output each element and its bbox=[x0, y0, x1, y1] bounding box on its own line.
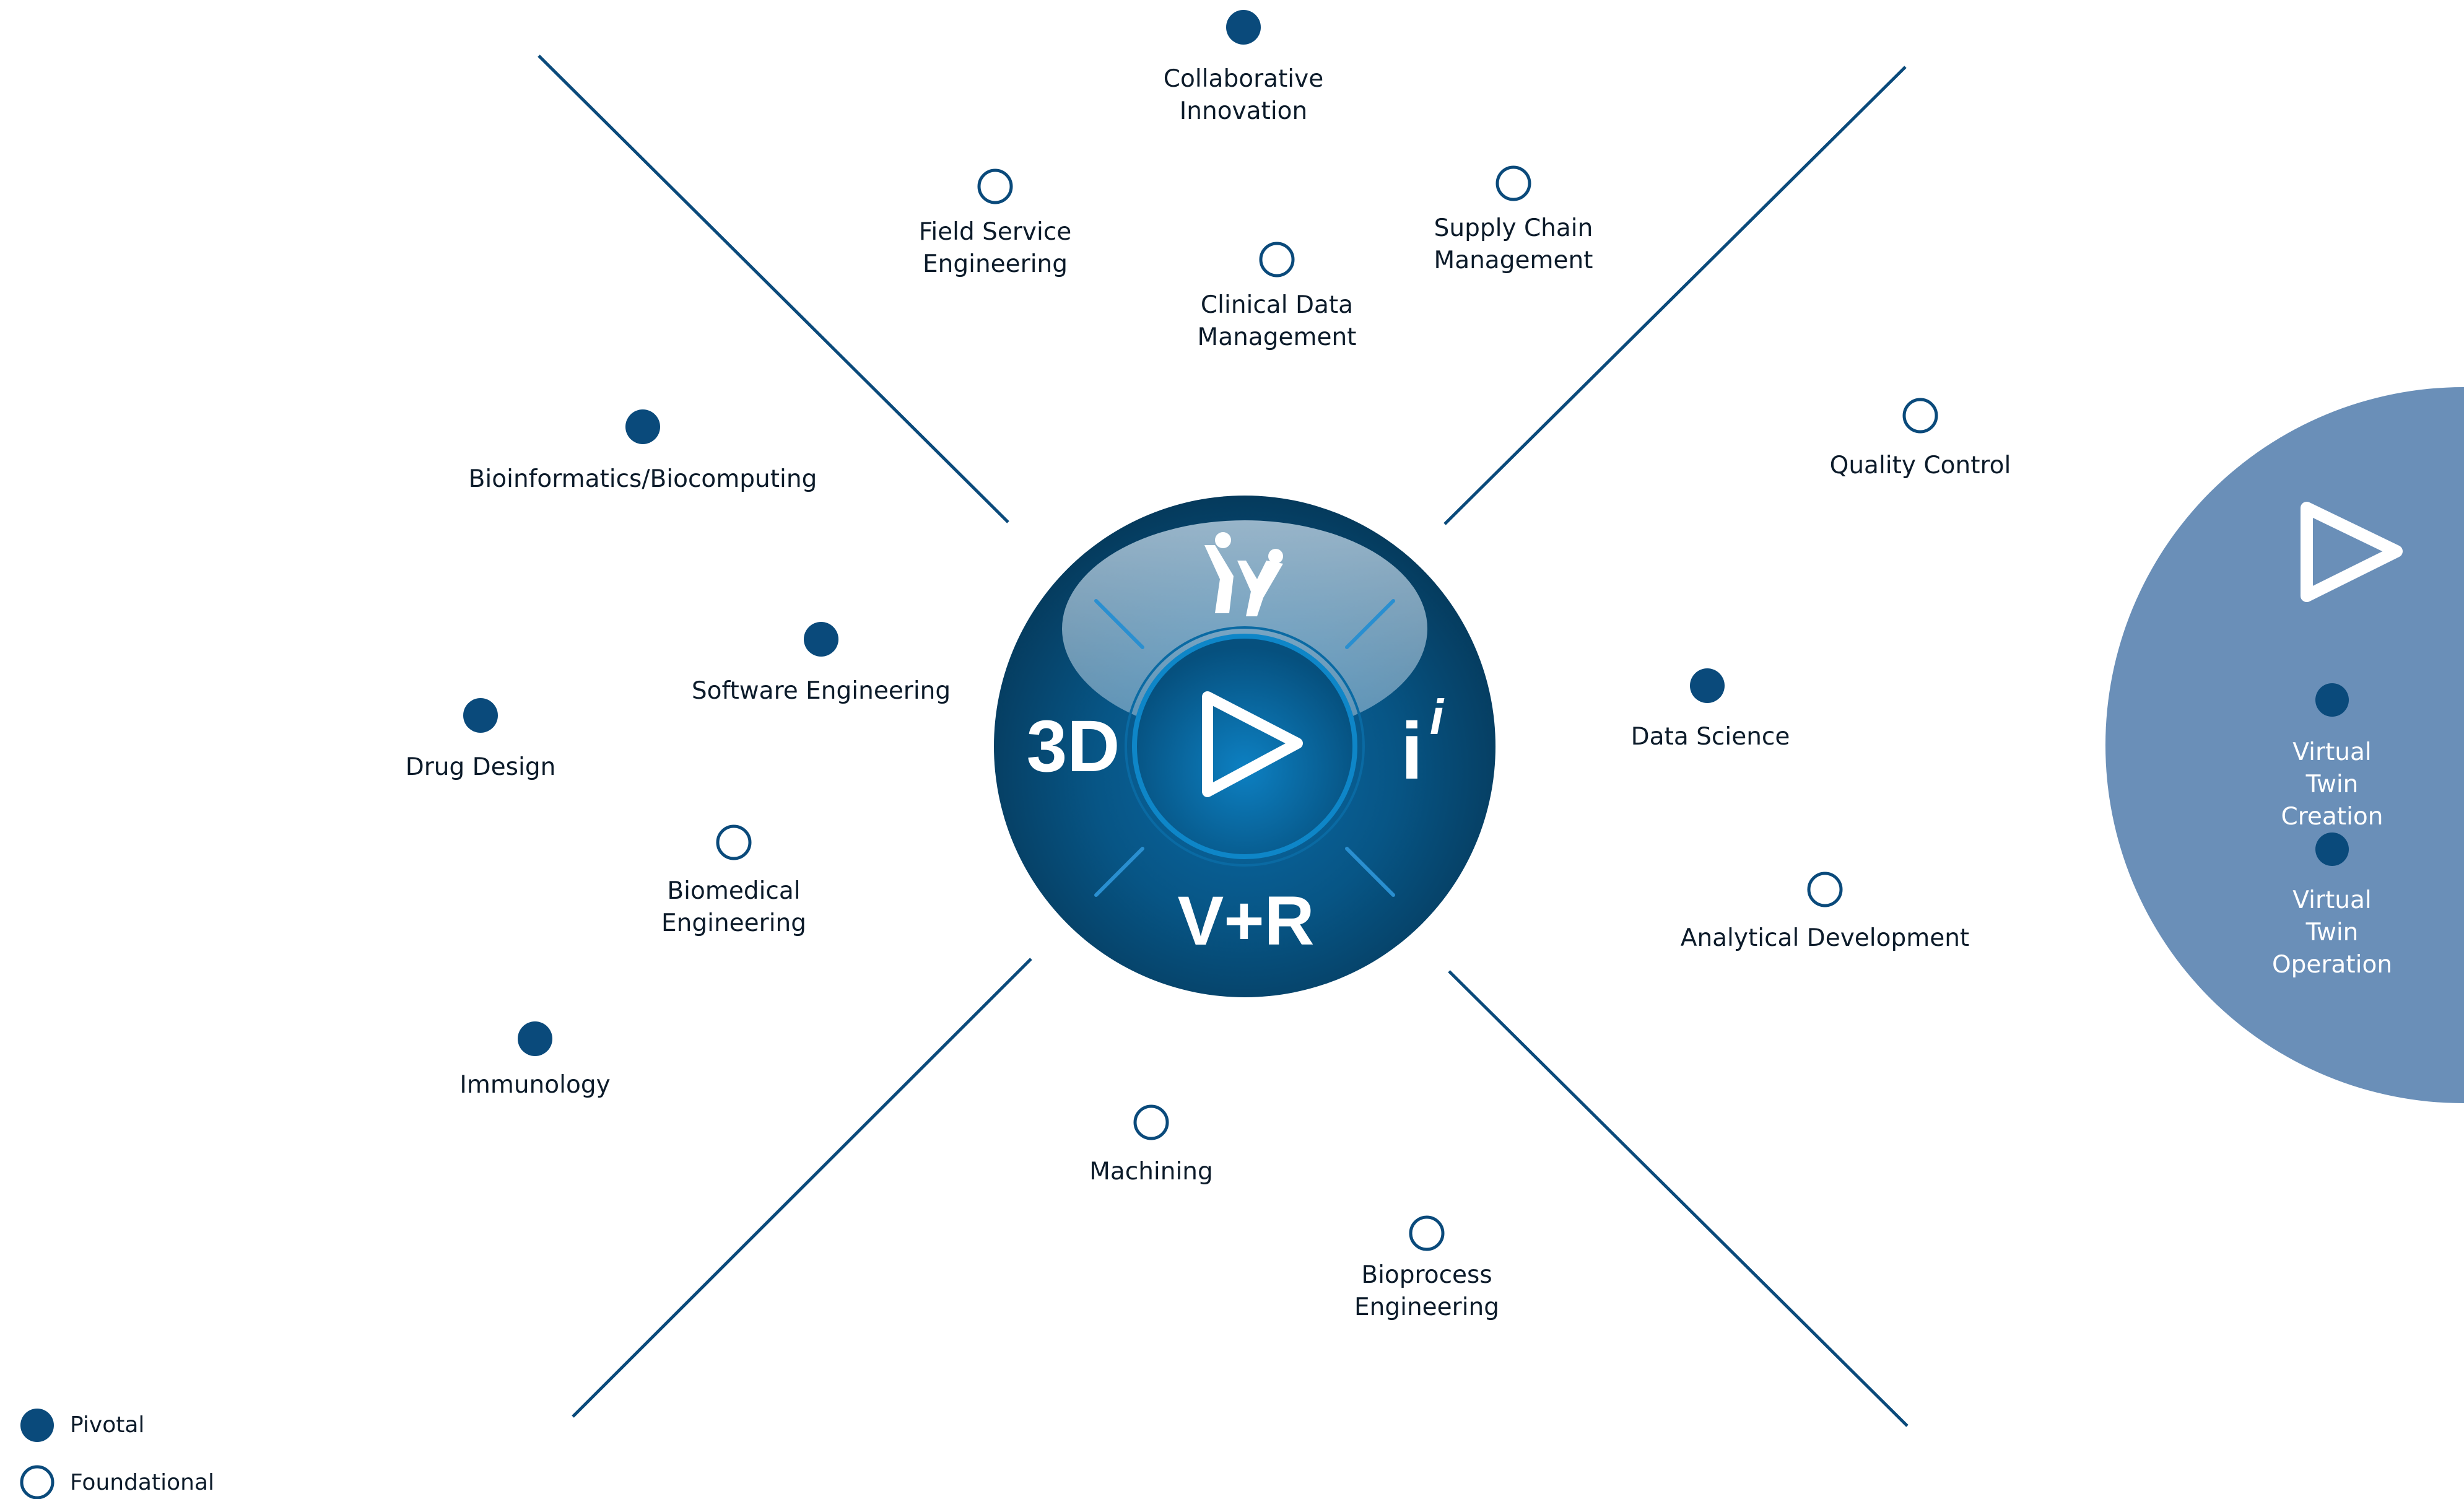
right-panel bbox=[2105, 387, 2464, 1103]
node-label: Drug Design bbox=[405, 753, 556, 781]
data-science-dot bbox=[1690, 668, 1725, 703]
virtual-twin-creation-dot bbox=[2315, 683, 2349, 717]
node-label: Software Engineering bbox=[691, 677, 951, 705]
node-label: Analytical Development bbox=[1680, 924, 1970, 952]
center-bottom-text: V+R bbox=[1178, 882, 1315, 959]
right-panel-label: Virtual Twin Operation bbox=[2271, 886, 2393, 979]
analytical-development-dot bbox=[1807, 872, 1843, 907]
spoke-top-right bbox=[1443, 66, 1907, 525]
center-right-superscript: i bbox=[1430, 689, 1445, 745]
spoke-bottom-left bbox=[572, 958, 1032, 1418]
right-panel-label: Virtual Twin Creation bbox=[2281, 738, 2383, 831]
center-accents bbox=[1094, 599, 1395, 897]
play-icon bbox=[1202, 691, 1303, 797]
legend-dots bbox=[20, 1409, 54, 1499]
legend-pivotal-dot bbox=[20, 1409, 54, 1442]
supply-chain-management-dot bbox=[1495, 165, 1531, 201]
node-label: Bioprocess Engineering bbox=[1354, 1261, 1499, 1321]
clinical-data-management-dot bbox=[1259, 242, 1295, 278]
machining-dot bbox=[1133, 1104, 1169, 1140]
node-label: Clinical Data Management bbox=[1197, 291, 1357, 351]
node-label: Collaborative Innovation bbox=[1163, 65, 1324, 125]
spoke-top-left bbox=[538, 55, 1009, 523]
biomedical-engineering-dot bbox=[716, 824, 752, 860]
diagram-spokes bbox=[538, 55, 1909, 1427]
play-outline-icon bbox=[2301, 502, 2403, 602]
drug-design-dot bbox=[463, 698, 498, 733]
virtual-twin-operation-dot bbox=[2315, 833, 2349, 866]
bioprocess-engineering-dot bbox=[1409, 1215, 1445, 1251]
software-engineering-dot bbox=[804, 622, 838, 657]
node-label: Field Service Engineering bbox=[918, 218, 1072, 278]
spoke-bottom-right bbox=[1448, 970, 1909, 1427]
node-label: Biomedical Engineering bbox=[661, 877, 806, 937]
center-inner-ring bbox=[1132, 634, 1357, 859]
center-left-text: 3D bbox=[1027, 706, 1120, 787]
node-label: Bioinformatics/Biocomputing bbox=[468, 465, 817, 493]
legend-foundational-label: Foundational bbox=[70, 1470, 215, 1495]
node-label: Immunology bbox=[459, 1071, 611, 1099]
legend-foundational-dot bbox=[20, 1465, 54, 1499]
node-label: Quality Control bbox=[1829, 452, 2011, 479]
collaborative-innovation-dot bbox=[1226, 10, 1261, 45]
compass-people-icon bbox=[1204, 532, 1283, 616]
node-label: Data Science bbox=[1630, 723, 1790, 751]
center-right-text: i bbox=[1401, 706, 1423, 796]
legend-pivotal-label: Pivotal bbox=[70, 1412, 145, 1438]
node-label: Supply Chain Management bbox=[1434, 214, 1593, 274]
node-label: Machining bbox=[1089, 1158, 1213, 1186]
bioinformatics-biocomputing-dot bbox=[625, 409, 660, 444]
center-inner-ring-outline bbox=[1125, 626, 1365, 867]
quality-control-dot bbox=[1902, 398, 1938, 434]
immunology-dot bbox=[518, 1021, 552, 1056]
field-service-engineering-dot bbox=[977, 168, 1013, 204]
node-dots bbox=[463, 10, 1938, 1251]
center-logo: 3D i i V+R bbox=[994, 496, 1495, 997]
